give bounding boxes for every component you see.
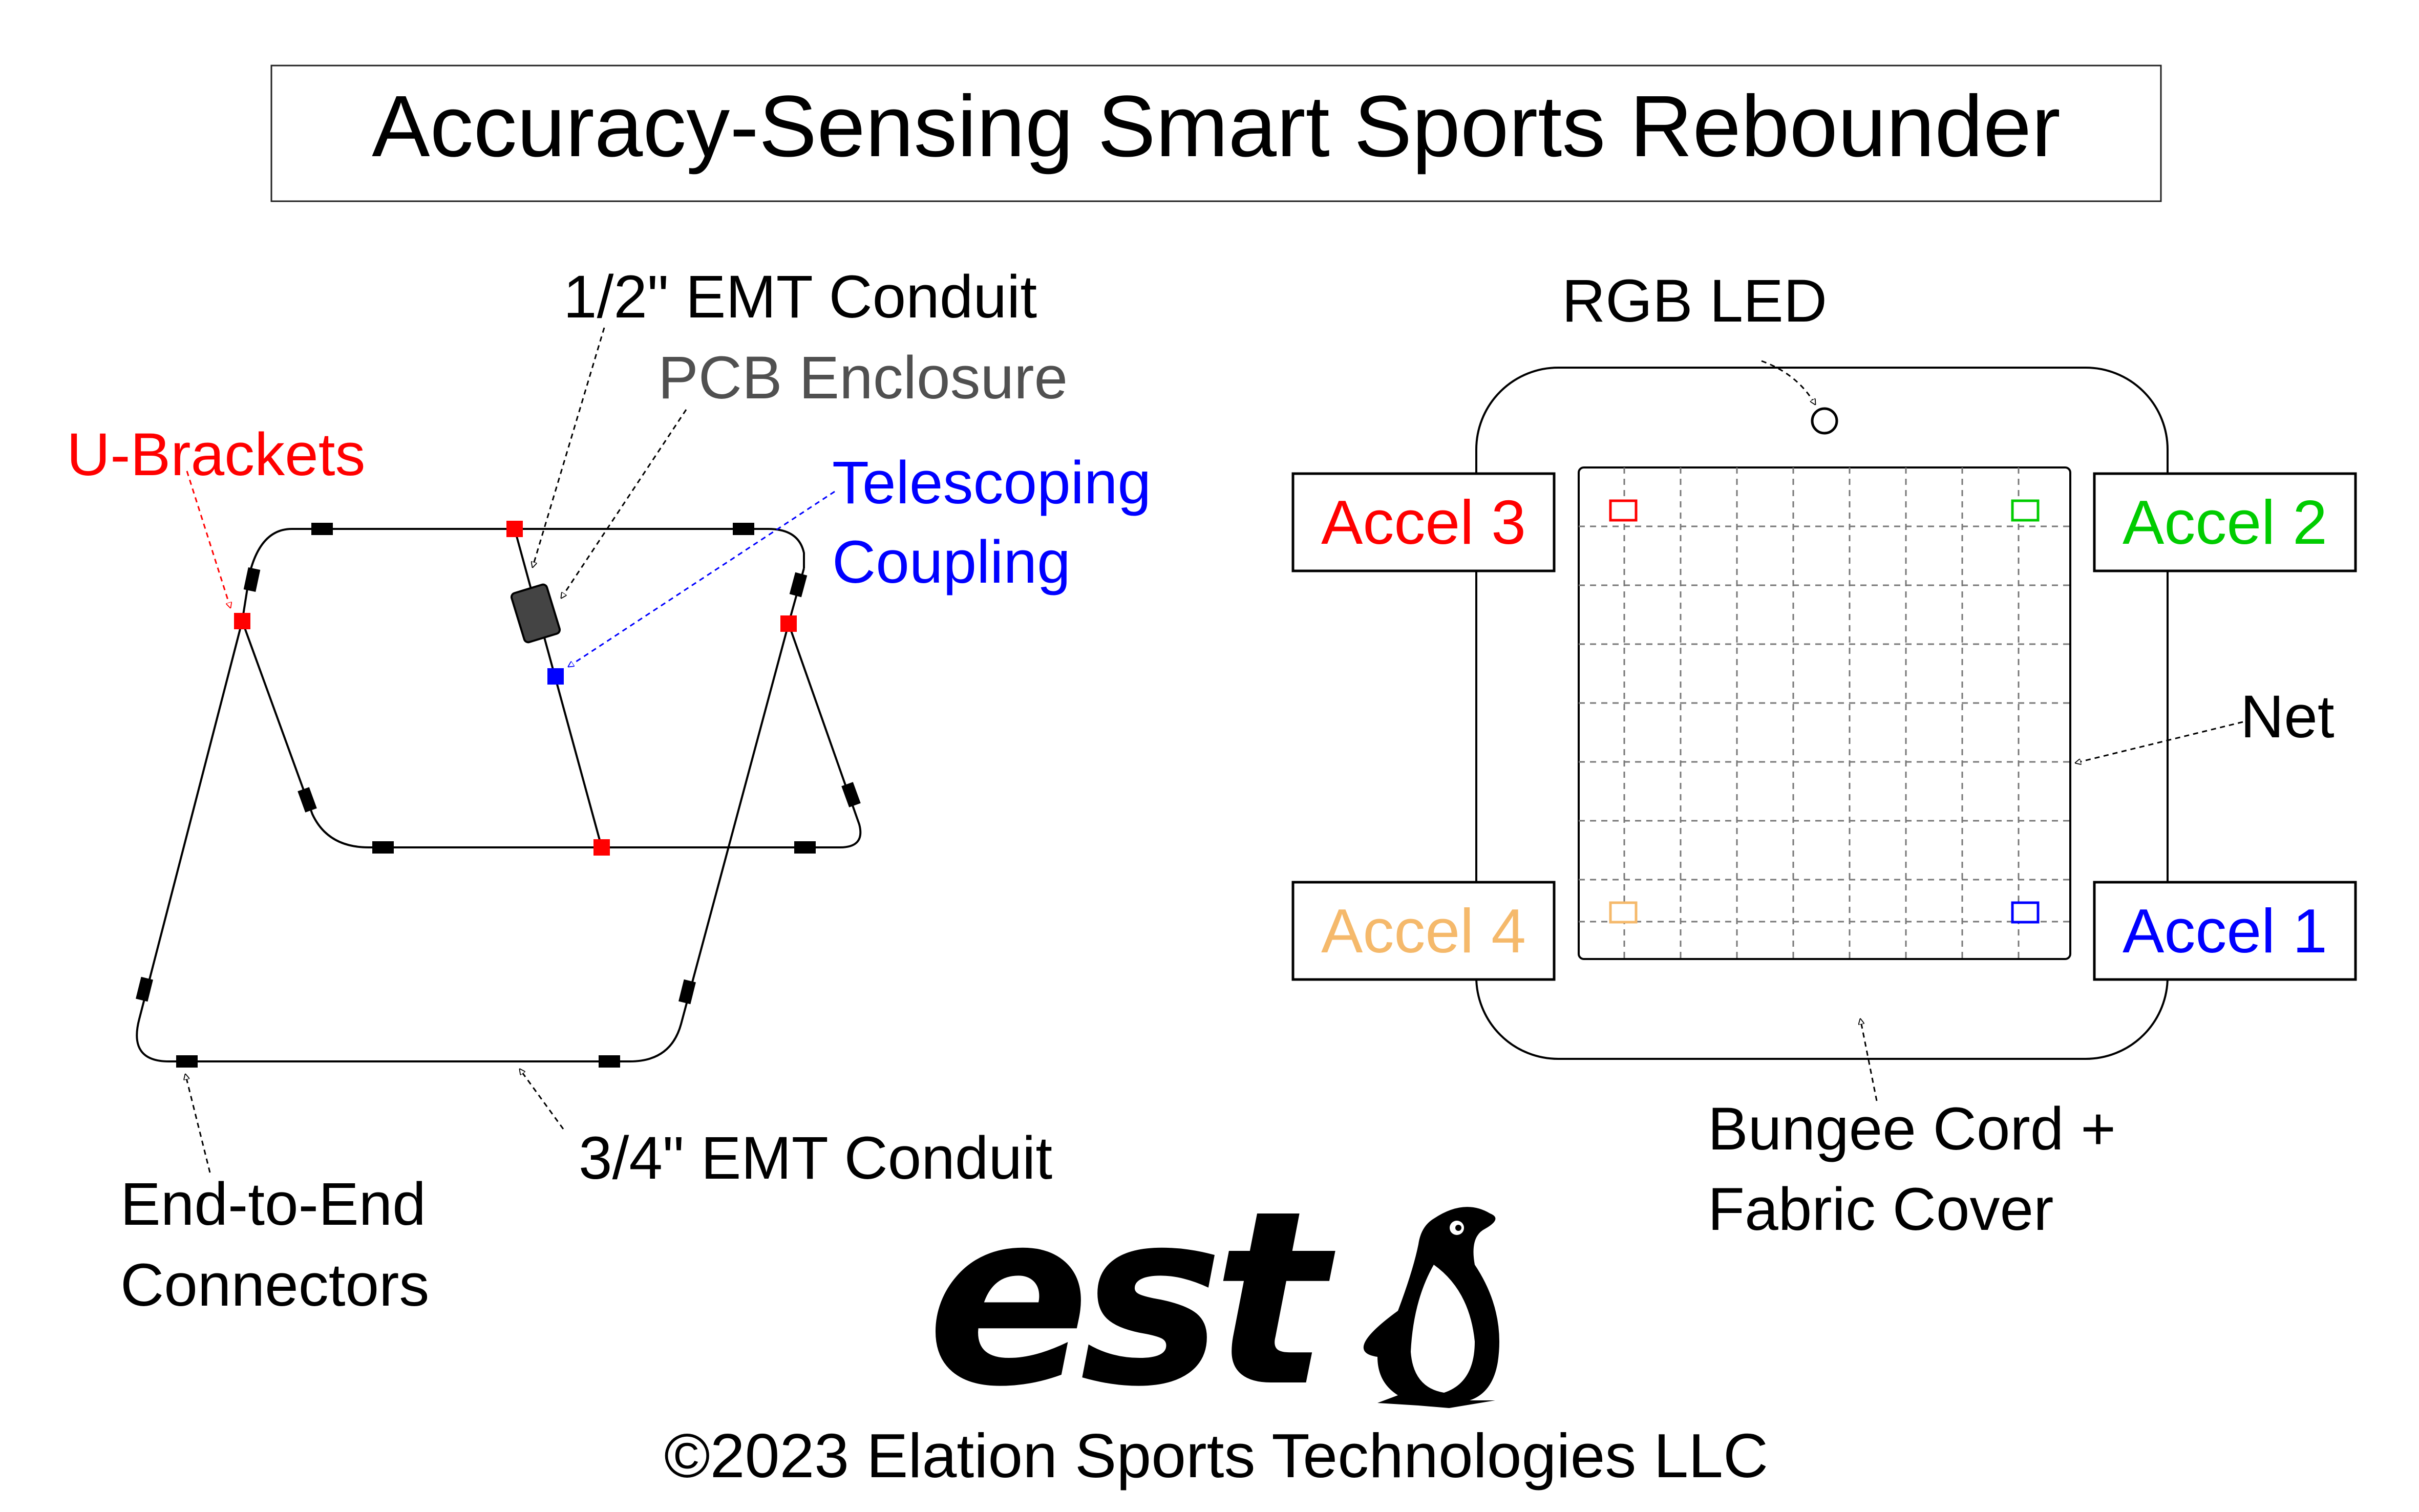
accel-4-marker: [1609, 901, 1638, 924]
net-leaders: [1761, 360, 2243, 1101]
net-label: Net: [2240, 683, 2335, 751]
connectors-leader: [185, 1074, 211, 1173]
connector: [372, 841, 394, 854]
connector: [298, 787, 317, 813]
net-leader: [2075, 721, 2243, 763]
connector: [136, 976, 153, 1002]
u-bracket: [234, 613, 250, 629]
connectors-label-line2: Connectors: [120, 1251, 429, 1319]
u-bracket-leader: [186, 471, 230, 608]
telescoping-coupling: [547, 668, 564, 685]
half-conduit-leader: [533, 327, 605, 567]
telescoping-leader: [568, 491, 835, 667]
u-bracket: [593, 839, 610, 856]
bungee-leader: [1860, 1019, 1878, 1101]
accel-1-box: [2093, 881, 2357, 981]
accel-2-marker: [2011, 499, 2040, 522]
three-quarter-conduit-label: 3/4" EMT Conduit: [579, 1124, 1052, 1192]
accel-3-box: [1291, 472, 1556, 572]
frame-leaders: [185, 327, 835, 1173]
pcb-leader: [561, 409, 687, 598]
connector: [599, 1055, 620, 1068]
connectors-label-line1: End-to-End: [120, 1170, 426, 1238]
pcb-enclosure-box: [510, 583, 561, 644]
upper-right-leg: [241, 621, 862, 848]
accel-3-label: Accel 3: [1321, 487, 1526, 557]
three-quarter-leader: [520, 1069, 564, 1130]
u-brackets-label: U-Brackets: [67, 421, 366, 488]
pcb-enclosure-label: PCB Enclosure: [658, 344, 1068, 412]
rgb-led-icon: [1811, 407, 1838, 435]
bungee-label-line2: Fabric Cover: [1708, 1176, 2053, 1243]
connector: [311, 523, 333, 535]
penguin-icon: [1363, 1207, 1499, 1408]
accel-2-label: Accel 2: [2123, 487, 2327, 557]
frame-diagram: [136, 528, 862, 1062]
accel-2-box: [2093, 472, 2357, 572]
end-to-end-connectors: [136, 523, 861, 1068]
accel-4-box: [1291, 881, 1556, 981]
accel-3-marker: [1609, 499, 1638, 522]
telescoping-label-line2: Coupling: [832, 528, 1071, 596]
accel-1-marker: [2011, 901, 2040, 924]
accel-1-label: Accel 1: [2123, 896, 2327, 966]
logo-wordmark: est: [927, 1159, 1337, 1439]
lower-frame: [136, 621, 790, 1062]
upper-frame: [249, 528, 805, 573]
telescoping-label-line1: Telescoping: [832, 449, 1151, 517]
accel-4-label: Accel 4: [1321, 896, 1526, 966]
page-title: Accuracy-Sensing Smart Sports Rebounder: [372, 78, 2061, 175]
half-conduit-label: 1/2" EMT Conduit: [563, 263, 1037, 331]
connector: [733, 523, 754, 535]
u-bracket: [780, 615, 797, 632]
net-grid: [1579, 467, 2070, 959]
net-panel: [1578, 466, 2071, 960]
company-logo: est: [927, 1159, 1499, 1439]
u-brackets: [234, 521, 797, 856]
center-conduit: [514, 528, 603, 848]
connector: [794, 841, 816, 854]
connector: [841, 782, 861, 807]
connector: [243, 567, 261, 592]
connector: [789, 572, 808, 598]
copyright-text: ©2023 Elation Sports Technologies LLC: [664, 1421, 1768, 1490]
title-box: [270, 65, 2162, 202]
rgb-led-label: RGB LED: [1562, 267, 1827, 335]
connector: [678, 979, 696, 1005]
bungee-label-line1: Bungee Cord +: [1708, 1095, 2116, 1163]
u-bracket: [506, 521, 523, 537]
connector: [176, 1055, 198, 1068]
